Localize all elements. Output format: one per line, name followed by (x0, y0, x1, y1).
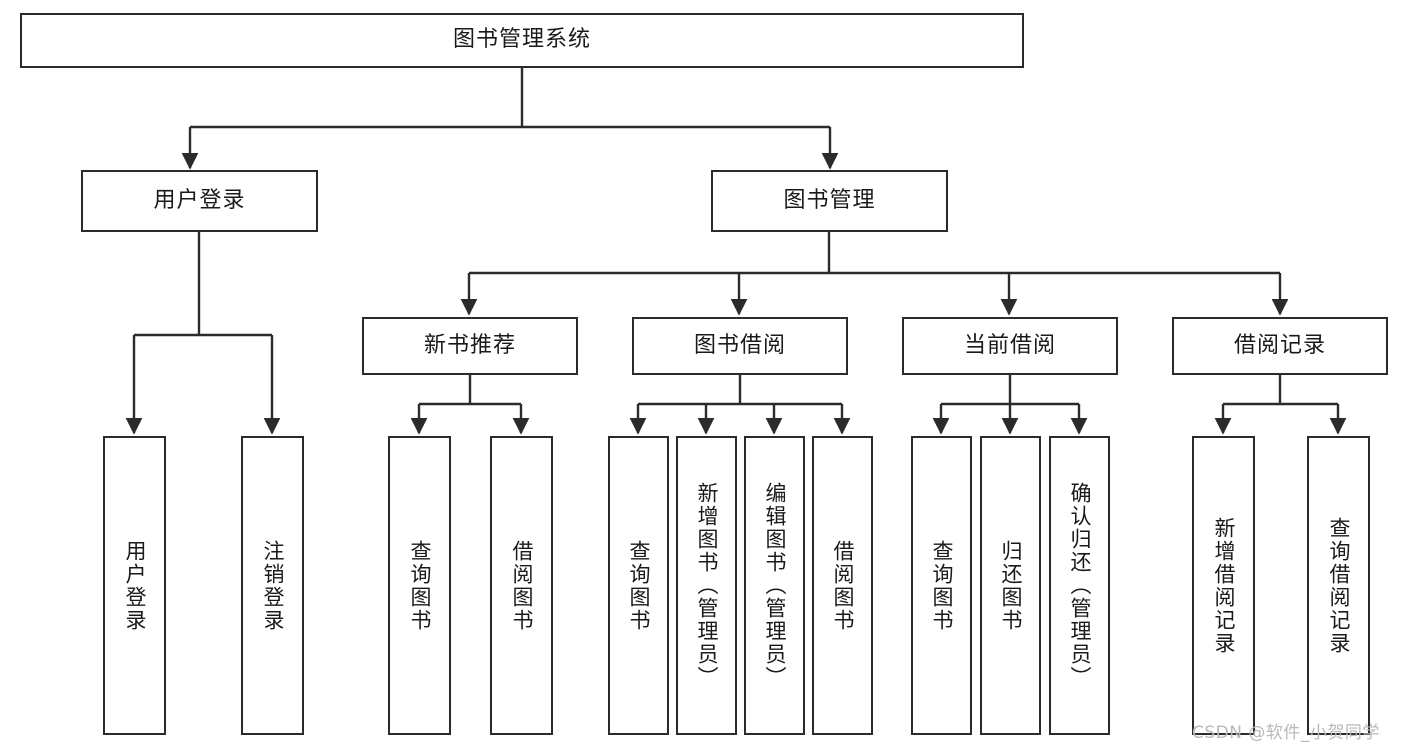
csdn-watermark: CSDN @软件_小贺同学 (1192, 723, 1380, 743)
node-borrow-records[interactable]: 借阅记录 (1172, 317, 1388, 375)
node-leaf-user-login[interactable]: 用户登录 (103, 436, 166, 735)
node-leaf-edit-book-admin[interactable]: 编辑图书（管理员） (744, 436, 805, 735)
node-leaf-add-book-admin[interactable]: 新增图书（管理员） (676, 436, 737, 735)
node-leaf-logout[interactable]: 注销登录 (241, 436, 304, 735)
node-new-book-recommend[interactable]: 新书推荐 (362, 317, 578, 375)
node-label: 图书管理系统 (452, 27, 591, 53)
node-leaf-return-book[interactable]: 归还图书 (980, 436, 1041, 735)
node-label: 图书借阅 (693, 332, 786, 358)
node-label: 注销登录 (260, 539, 285, 632)
node-leaf-query-book-recommend[interactable]: 查询图书 (388, 436, 451, 735)
node-label: 借阅图书 (830, 539, 855, 632)
node-book-borrow[interactable]: 图书借阅 (632, 317, 848, 375)
node-label: 确认归还（管理员） (1067, 482, 1092, 689)
node-leaf-query-borrow-record[interactable]: 查询借阅记录 (1307, 436, 1370, 735)
node-label: 查询图书 (407, 539, 432, 632)
node-label: 当前借阅 (963, 332, 1056, 358)
node-label: 查询借阅记录 (1326, 516, 1351, 655)
node-leaf-confirm-return-admin[interactable]: 确认归还（管理员） (1049, 436, 1110, 735)
node-label: 编辑图书（管理员） (762, 482, 787, 689)
node-leaf-add-borrow-record[interactable]: 新增借阅记录 (1192, 436, 1255, 735)
node-root-book-management-system[interactable]: 图书管理系统 (20, 13, 1024, 68)
node-leaf-query-book-borrow[interactable]: 查询图书 (608, 436, 669, 735)
node-label: 用户登录 (122, 539, 147, 632)
node-book-management[interactable]: 图书管理 (711, 170, 948, 232)
node-leaf-borrow-book[interactable]: 借阅图书 (812, 436, 873, 735)
node-label: 归还图书 (998, 539, 1023, 632)
node-label: 用户登录 (153, 187, 246, 213)
node-label: 查询图书 (626, 539, 651, 632)
node-label: 借阅记录 (1233, 332, 1326, 358)
node-label: 新增借阅记录 (1211, 516, 1236, 655)
node-label: 借阅图书 (509, 539, 534, 632)
node-leaf-borrow-book-recommend[interactable]: 借阅图书 (490, 436, 553, 735)
node-label: 新增图书（管理员） (694, 482, 719, 689)
node-label: 查询图书 (929, 539, 954, 632)
node-label: 图书管理 (783, 187, 876, 213)
node-user-login[interactable]: 用户登录 (81, 170, 318, 232)
node-current-borrow[interactable]: 当前借阅 (902, 317, 1118, 375)
node-label: 新书推荐 (423, 332, 516, 358)
node-leaf-query-book-current[interactable]: 查询图书 (911, 436, 972, 735)
